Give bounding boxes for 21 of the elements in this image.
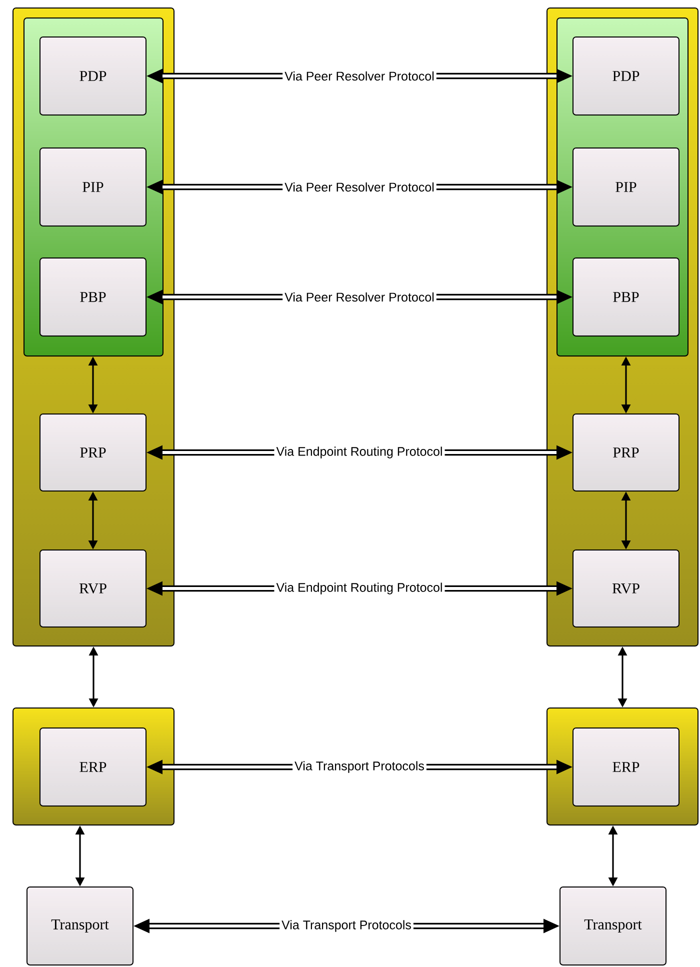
component-box: PIP — [40, 148, 146, 226]
component-box: Transport — [560, 886, 666, 966]
component-box: PDP — [572, 36, 680, 116]
component-box: PBP — [572, 258, 680, 336]
edge-label: Via Peer Resolver Protocol — [282, 69, 436, 83]
component-box: PRP — [40, 414, 146, 492]
edge-label: Via Transport Protocols — [292, 759, 426, 775]
component-box: PDP — [40, 36, 146, 116]
component-box: ERP — [572, 728, 680, 806]
edge-label: Via Endpoint Routing Protocol — [274, 444, 445, 460]
component-box: Transport — [26, 886, 134, 966]
edge-label: Via Transport Protocols — [280, 918, 414, 934]
edge-label: Via Peer Resolver Protocol — [282, 180, 436, 194]
edge-label: Via Endpoint Routing Protocol — [274, 580, 445, 596]
component-box: PIP — [572, 148, 680, 226]
component-box: ERP — [40, 728, 146, 806]
component-box: RVP — [40, 550, 146, 628]
component-box: PBP — [40, 258, 146, 336]
edge-label: Via Peer Resolver Protocol — [282, 290, 436, 304]
component-box: RVP — [572, 550, 680, 628]
component-box: PRP — [572, 414, 680, 492]
